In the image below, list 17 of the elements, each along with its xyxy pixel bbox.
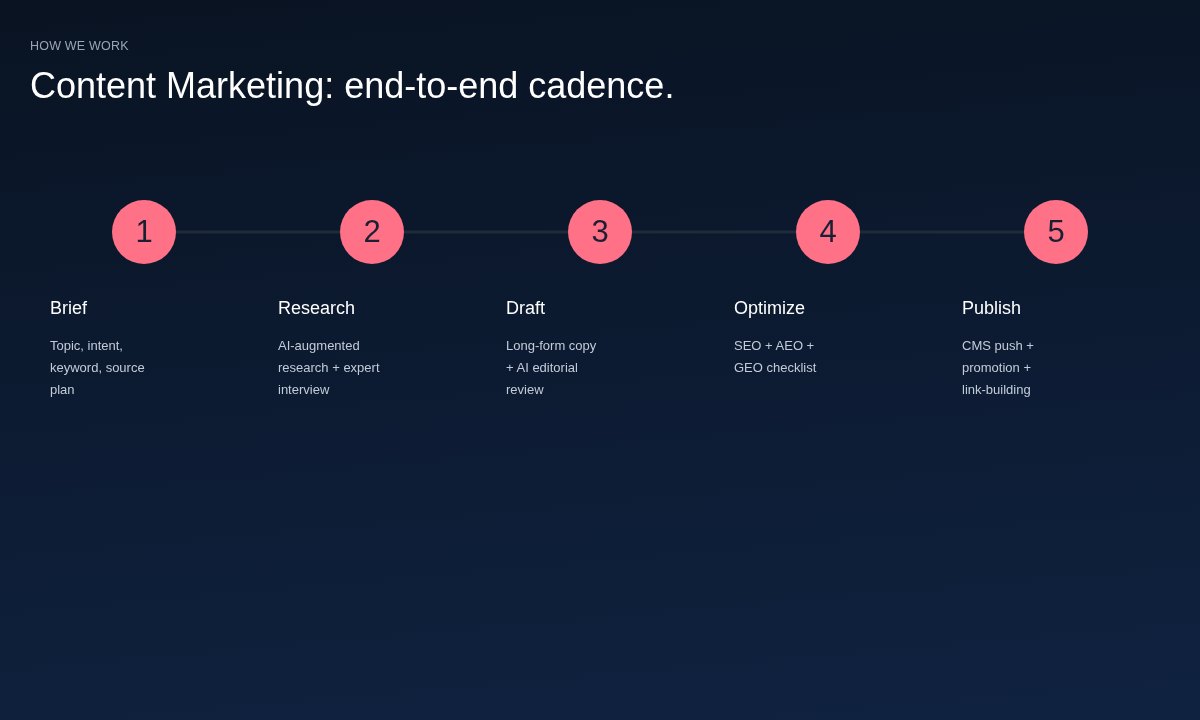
title: Content Marketing: end-to-end cadence. — [30, 64, 675, 108]
step-description: AI-augmented research + expert interview — [278, 337, 381, 399]
step-circle: 2 — [340, 200, 404, 264]
step-description: CMS push + promotion + link-building — [962, 337, 1035, 399]
step-circle: 5 — [1024, 200, 1088, 264]
step-circle: 3 — [568, 200, 632, 264]
step-heading: Brief — [50, 297, 87, 319]
step-description: Long-form copy + AI editorial review — [506, 337, 598, 399]
eyebrow-text: HOW WE WORK — [30, 39, 129, 53]
step-circle: 1 — [112, 200, 176, 264]
step-heading: Draft — [506, 297, 545, 319]
step-description: Topic, intent, keyword, source plan — [50, 337, 146, 399]
step-heading: Publish — [962, 297, 1022, 319]
step-circle: 4 — [796, 200, 860, 264]
step-heading: Research — [278, 297, 356, 319]
step-heading: Optimize — [734, 297, 805, 319]
step-description: SEO + AEO + GEO checklist — [734, 337, 818, 377]
